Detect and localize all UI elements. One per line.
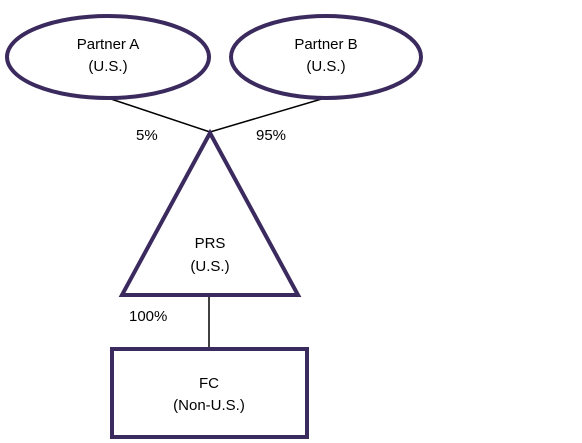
partner-b-jurisdiction: (U.S.) <box>306 58 345 75</box>
prs-node: PRS (U.S.) <box>118 128 302 297</box>
partner-b-ownership-pct: 95% <box>256 127 286 144</box>
partner-a-jurisdiction: (U.S.) <box>88 58 127 75</box>
fc-rectangle <box>110 347 309 439</box>
connector-partner-a-to-prs <box>107 97 211 133</box>
prs-jurisdiction: (U.S.) <box>190 258 229 275</box>
partner-b-node: Partner B (U.S.) <box>229 14 423 100</box>
partner-a-ownership-pct: 5% <box>136 127 158 144</box>
partner-a-node: Partner A (U.S.) <box>5 14 211 100</box>
partner-b-ellipse <box>229 14 423 100</box>
partner-a-ellipse <box>5 14 211 100</box>
prs-triangle <box>118 128 302 297</box>
fc-name: FC <box>199 375 219 392</box>
prs-name: PRS <box>195 235 226 252</box>
connector-partner-b-to-prs <box>209 97 326 133</box>
prs-ownership-pct: 100% <box>129 308 167 325</box>
partner-b-name: Partner B <box>294 36 357 53</box>
partner-a-name: Partner A <box>77 36 140 53</box>
fc-node: FC (Non-U.S.) <box>110 347 309 439</box>
fc-jurisdiction: (Non-U.S.) <box>173 397 245 414</box>
